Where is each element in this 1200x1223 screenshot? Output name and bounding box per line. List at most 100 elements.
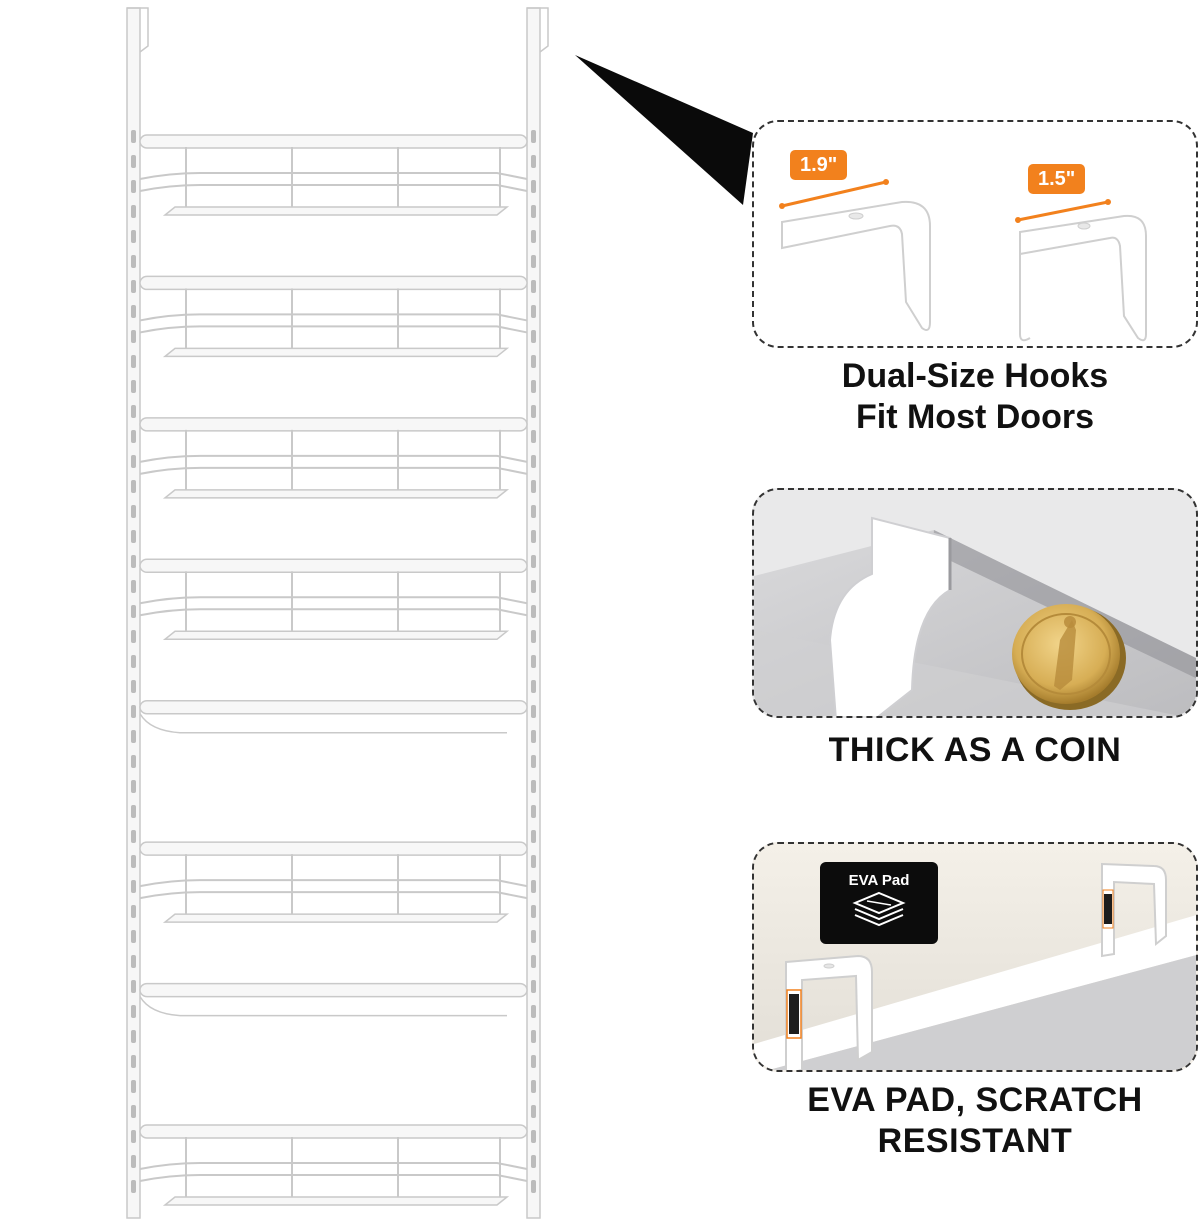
upright-slot: [131, 1155, 136, 1168]
upright-slot: [531, 1080, 536, 1093]
upright-slot: [131, 205, 136, 218]
shelf-wire: [139, 454, 528, 463]
far-hook-icon: [1101, 862, 1167, 958]
upright-slot: [531, 630, 536, 643]
upright-slot: [131, 930, 136, 943]
shelf-front-rail: [139, 558, 528, 574]
coin-caption: THICK AS A COIN: [828, 731, 1122, 769]
shelf-base: [162, 630, 510, 641]
hooks-panel: 1.9" 1.5": [752, 120, 1198, 348]
shelf-front-rail: [139, 982, 528, 998]
upright-slot: [131, 655, 136, 668]
upright-slot: [531, 930, 536, 943]
coin-panel: [752, 488, 1198, 718]
upright-slot: [131, 130, 136, 143]
upright-slot: [131, 355, 136, 368]
shelf-wire: [139, 879, 528, 888]
hook-on-door-icon: [828, 516, 952, 716]
upright-slot: [131, 705, 136, 718]
hooks-caption-line2: Fit Most Doors: [856, 397, 1094, 436]
upright-slot: [131, 455, 136, 468]
upright-slot: [531, 405, 536, 418]
upright-slot: [531, 480, 536, 493]
upright-slot: [131, 280, 136, 293]
shelf-wire: [139, 891, 528, 900]
small-hook-icon: [1015, 199, 1147, 342]
upright-slot: [131, 505, 136, 518]
upright-slot: [531, 1005, 536, 1018]
upright-slot: [531, 255, 536, 268]
shelf-base: [162, 913, 510, 923]
shelf-base: [162, 489, 510, 499]
upright-slot: [131, 780, 136, 793]
upright-slot: [531, 555, 536, 568]
shelf-wire: [139, 608, 528, 617]
upright-slot: [131, 580, 136, 593]
upright-slot: [531, 180, 536, 193]
upright-slot: [531, 530, 536, 543]
upright-slot: [531, 605, 536, 618]
shelf-front-rail: [139, 275, 528, 291]
coin-icon: [1012, 604, 1126, 710]
upright-slot: [531, 755, 536, 768]
upright-slot: [131, 530, 136, 543]
door-rack-illustration: [126, 7, 549, 1219]
upright-slot: [131, 880, 136, 893]
eva-caption: EVA PAD, SCRATCH RESISTANT: [752, 1080, 1198, 1162]
shelf-front-rail: [139, 134, 528, 149]
small-hook-width-badge: 1.5": [1028, 164, 1086, 194]
shelf-front-rail: [139, 699, 528, 715]
upright-slot: [131, 1105, 136, 1118]
left-door-hook: [127, 7, 149, 53]
shelf-front-rail: [139, 841, 528, 856]
shelf-wire: [139, 313, 528, 322]
upright-slot: [531, 1155, 536, 1168]
upright-slot: [531, 430, 536, 443]
upright-slot: [131, 330, 136, 343]
upright-slot: [531, 830, 536, 843]
upright-slot: [531, 280, 536, 293]
upright-slot: [131, 305, 136, 318]
upright-slot: [131, 1030, 136, 1043]
hook-illustrations: [779, 179, 1147, 342]
upright-slot: [131, 1180, 136, 1193]
upright-slot: [131, 680, 136, 693]
upright-slot: [531, 955, 536, 968]
upright-slot: [531, 130, 536, 143]
right-door-hook: [527, 7, 549, 53]
upright-slot: [131, 980, 136, 993]
upright-slot: [131, 555, 136, 568]
upright-slot: [131, 1005, 136, 1018]
upright-slot: [531, 580, 536, 593]
upright-slot: [531, 380, 536, 393]
upright-slot: [531, 705, 536, 718]
upright-slot: [531, 505, 536, 518]
upright-slot: [531, 305, 536, 318]
upright-slot: [131, 155, 136, 168]
door-hook-coin-illustration: [754, 516, 1196, 716]
upright-slot: [131, 180, 136, 193]
large-hook-icon: [779, 179, 931, 331]
eva-pad-tag-label: EVA Pad: [848, 872, 910, 889]
shelf-base: [162, 206, 510, 216]
shelf-wire: [139, 172, 528, 180]
upright-slot: [131, 480, 136, 493]
upright-slot: [131, 955, 136, 968]
upright-slot: [131, 805, 136, 818]
upright-slot: [531, 1105, 536, 1118]
shelf-wire: [139, 1174, 528, 1182]
shelf-wire: [139, 596, 528, 605]
upright-slot: [131, 405, 136, 418]
upright-slot: [131, 230, 136, 243]
layers-icon: [852, 891, 906, 927]
upright-slot: [531, 230, 536, 243]
upright-slot: [131, 905, 136, 918]
upright-slot: [531, 805, 536, 818]
upright-slot: [131, 1130, 136, 1143]
near-hook-icon: [785, 954, 873, 1070]
shelf-lip: [139, 713, 507, 734]
large-hook-width-badge: 1.9": [790, 150, 848, 180]
upright-slot: [131, 255, 136, 268]
upright-slot: [131, 605, 136, 618]
upright-slot: [531, 1030, 536, 1043]
